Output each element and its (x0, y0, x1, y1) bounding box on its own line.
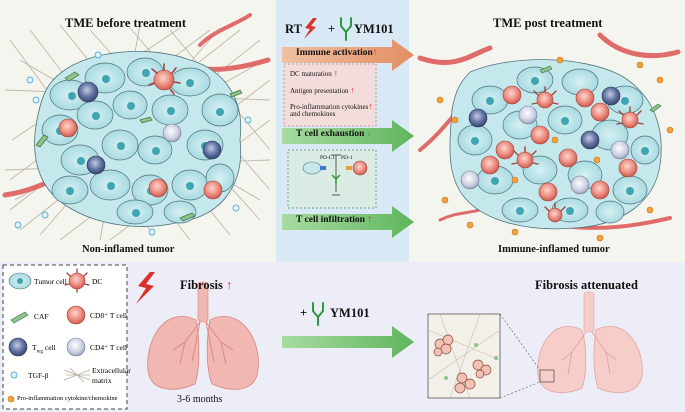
tme-before-illustration (2, 13, 271, 241)
up-arrow-icon: ↑ (333, 68, 339, 78)
pd-interaction-icon (302, 154, 368, 196)
pd-box (287, 149, 377, 209)
legend-box (2, 264, 128, 410)
legend-treg-sub: reg (36, 349, 43, 355)
tme-post-title: TME post treatment (493, 16, 603, 30)
legend-tgf: TGF-β (28, 371, 49, 380)
lightning-icon (136, 272, 155, 304)
immune-activation-text: Immune activation (296, 48, 373, 58)
immune-activation-arrow (282, 39, 414, 71)
legend-dc: DC (92, 277, 103, 286)
down-arrow-icon: ↓ (366, 129, 372, 139)
bottom-ym101-label: YM101 (330, 306, 370, 320)
cytokines-line2: and chemokines (290, 110, 336, 118)
up-arrow-icon: ↑ (350, 85, 355, 95)
cytokines-line1: Pro-inflammation cytokines↑ (290, 101, 373, 111)
antigen-presentation-text: Antigen presentation (290, 87, 349, 95)
legend-treg-t: T (32, 343, 37, 352)
alveoli-zoom (427, 313, 501, 399)
fibrosis-label: Fibrosis ↑ (180, 278, 232, 293)
fibrosis-attenuated-label: Fibrosis attenuated (535, 278, 638, 292)
cytokines-text: Pro-inflammation cytokines (290, 103, 369, 111)
months-label: 3-6 months (177, 394, 223, 405)
legend-cd4: CD4⁺ T cell (90, 343, 128, 352)
ym101-antibody-icon (340, 17, 352, 41)
t-cell-exhaustion-label: T cell exhaustion ↓ (296, 129, 372, 139)
tme-post-illustration (417, 32, 681, 242)
up-arrow-icon: ↑ (372, 48, 378, 58)
t-cell-exhaustion-arrow (282, 120, 414, 152)
legend-treg: Treg cell (32, 343, 56, 355)
lungs-left-illustration (147, 281, 259, 390)
bottom-ym101-antibody-icon (312, 302, 324, 326)
legend-treg-suffix: cell (42, 343, 56, 352)
non-inflamed-caption: Non-inflamed tumor (82, 244, 175, 255)
t-cell-infiltration-arrow (282, 206, 414, 238)
legend-cytokine: Pro-inflammation cytokine/chemokine (17, 395, 118, 402)
pd-1-label: PD-1 (341, 155, 353, 161)
immune-activation-box (283, 63, 377, 127)
bottom-ym101-arrow (282, 326, 414, 358)
rt-label: RT (285, 22, 302, 36)
immune-inflamed-caption: Immune-inflamed tumor (498, 244, 610, 255)
legend-tumor-cell: Tumor cell (34, 277, 67, 286)
up-arrow-icon: ↑ (368, 101, 373, 111)
ym101-label: YM101 (354, 22, 394, 36)
legend-ecm-line1: Extracellular (92, 366, 131, 375)
t-cell-exhaustion-text: T cell exhaustion (296, 129, 365, 139)
antigen-presentation: Antigen presentation ↑ (290, 85, 355, 95)
immune-activation-label: Immune activation↑ (296, 48, 378, 58)
fibrosis-text: Fibrosis (180, 278, 223, 292)
bottom-plus: + (300, 306, 308, 320)
pd-l1-label: PD-L1 (320, 155, 335, 161)
up-arrow-icon: ↑ (225, 278, 233, 292)
tme-before-title: TME before treatment (65, 16, 187, 30)
plus-sign: + (328, 22, 336, 36)
dc-maturation-text: DC maturation (290, 70, 332, 78)
dc-maturation: DC maturation ↑ (290, 68, 338, 78)
legend-ecm-line2: matrix (92, 376, 112, 385)
up-arrow-icon: ↑ (367, 215, 373, 225)
t-cell-infiltration-text: T cell infiltration (296, 215, 365, 225)
lungs-right-illustration (499, 291, 643, 399)
legend-caf: CAF (34, 312, 49, 321)
legend-cd8: CD8⁺ T cell (90, 311, 128, 320)
t-cell-infiltration-label: T cell infiltration ↑ (296, 215, 372, 225)
rt-lightning-icon (304, 18, 317, 39)
legend-icons (7, 268, 91, 403)
